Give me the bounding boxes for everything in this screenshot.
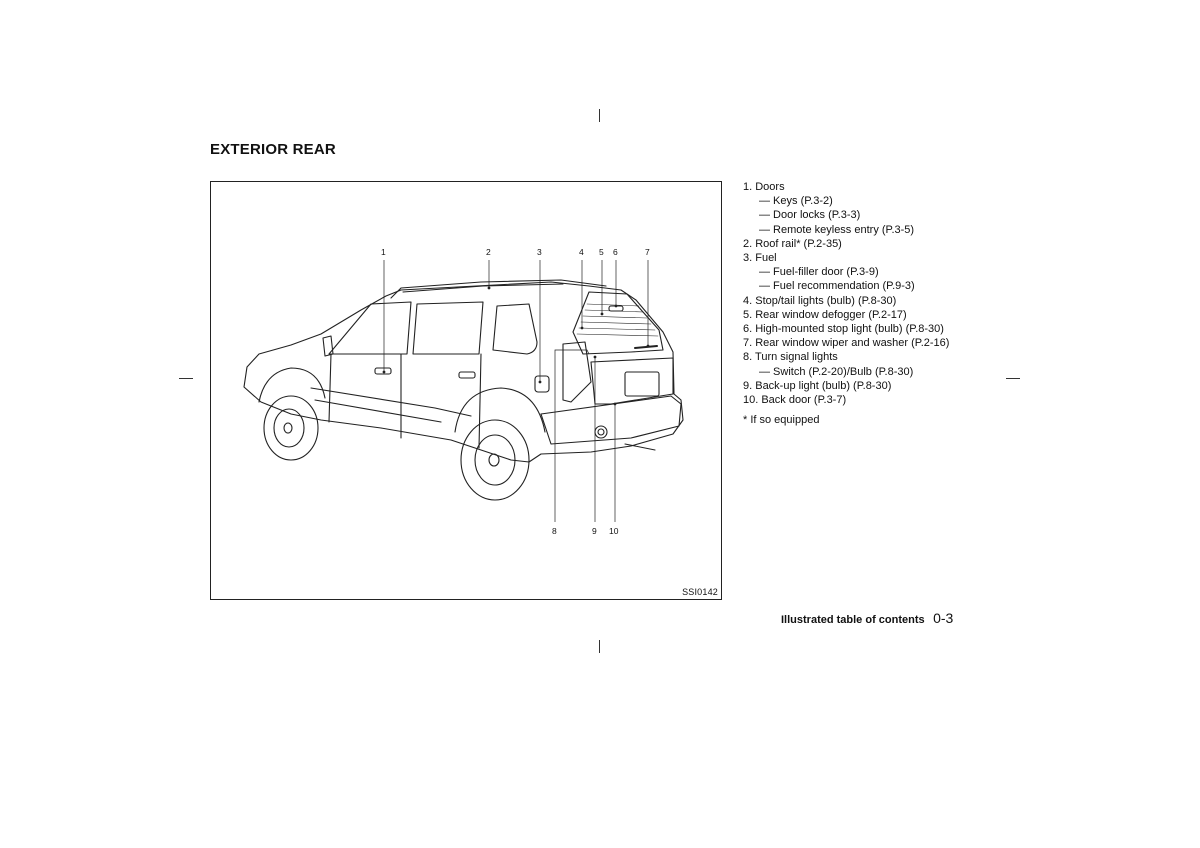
crop-mark-bottom xyxy=(599,640,600,653)
callout-4: 4 xyxy=(579,247,584,257)
equipment-note: * If so equipped xyxy=(743,414,820,427)
callout-8: 8 xyxy=(552,526,557,536)
rear-window xyxy=(572,291,664,355)
legend-item-9: 9. Back-up light (bulb) (P.8-30) xyxy=(743,379,892,392)
legend-list: 1. Doors — Keys (P.3-2) — Door locks (P.… xyxy=(743,180,1003,427)
legend-item-1: 1. Doors xyxy=(743,181,785,193)
callout-5: 5 xyxy=(599,247,604,257)
rear-wiper xyxy=(634,345,658,349)
callout-1: 1 xyxy=(381,247,386,257)
rear-door-handle xyxy=(458,371,476,379)
page-footer: Illustrated table of contents 0-3 xyxy=(781,610,953,628)
crop-mark-top xyxy=(599,109,600,122)
license-plate xyxy=(624,371,660,397)
legend-item-7: 7. Rear window wiper and washer (P.2-16) xyxy=(743,337,950,350)
callout-7: 7 xyxy=(645,247,650,257)
callout-3: 3 xyxy=(537,247,542,257)
rear-bumper xyxy=(540,395,682,445)
legend-item-5: 5. Rear window defogger (P.2-17) xyxy=(743,308,907,321)
legend-item-1-sub-1: — Keys (P.3-2) xyxy=(759,195,833,208)
legend-item-10: 10. Back door (P.3-7) xyxy=(743,394,847,407)
legend-item-6: 6. High-mounted stop light (bulb) (P.8-3… xyxy=(743,323,944,336)
back-door-panel xyxy=(590,357,674,405)
page-number: 0-3 xyxy=(933,610,954,626)
callout-2: 2 xyxy=(486,247,491,257)
front-wheel xyxy=(263,395,319,461)
tail-light xyxy=(562,341,592,403)
legend-item-8: 8. Turn signal lights xyxy=(743,351,838,364)
side-mirror xyxy=(322,335,334,357)
callout-10: 10 xyxy=(609,526,619,536)
quarter-window xyxy=(492,303,538,355)
callout-6: 6 xyxy=(613,247,618,257)
legend-item-3: 3. Fuel xyxy=(743,252,777,265)
crop-mark-left xyxy=(179,378,193,379)
rear-door-window xyxy=(412,301,484,355)
legend-item-8-sub-1: — Switch (P.2-20)/Bulb (P.8-30) xyxy=(759,365,914,378)
legend-item-3-sub-1: — Fuel-filler door (P.3-9) xyxy=(759,266,879,279)
page-title: EXTERIOR REAR xyxy=(210,141,336,158)
crop-mark-right xyxy=(1006,378,1020,379)
suv-rear-drawing: 1 2 3 4 5 6 7 8 9 10 xyxy=(243,247,684,536)
body-outline xyxy=(243,281,684,463)
section-label: Illustrated table of contents xyxy=(781,614,925,626)
backup-light xyxy=(594,425,608,439)
legend-item-1-sub-2: — Door locks (P.3-3) xyxy=(759,209,861,222)
legend-item-1-sub-3: — Remote keyless entry (P.3-5) xyxy=(759,223,915,236)
rear-wheel xyxy=(460,419,530,501)
fuel-filler-door xyxy=(534,375,550,393)
front-door-handle xyxy=(374,367,392,375)
roof-rail xyxy=(390,279,607,299)
legend-item-4: 4. Stop/tail lights (bulb) (P.8-30) xyxy=(743,294,897,307)
front-door-window xyxy=(328,301,412,355)
figure-code: SSI0142 xyxy=(682,587,718,597)
vehicle-illustration: 1 2 3 4 5 6 7 8 9 10 SSI0142 xyxy=(210,181,722,600)
callout-9: 9 xyxy=(592,526,597,536)
legend-item-3-sub-2: — Fuel recommendation (P.9-3) xyxy=(759,280,915,293)
legend-item-2: 2. Roof rail* (P.2-35) xyxy=(743,237,842,250)
